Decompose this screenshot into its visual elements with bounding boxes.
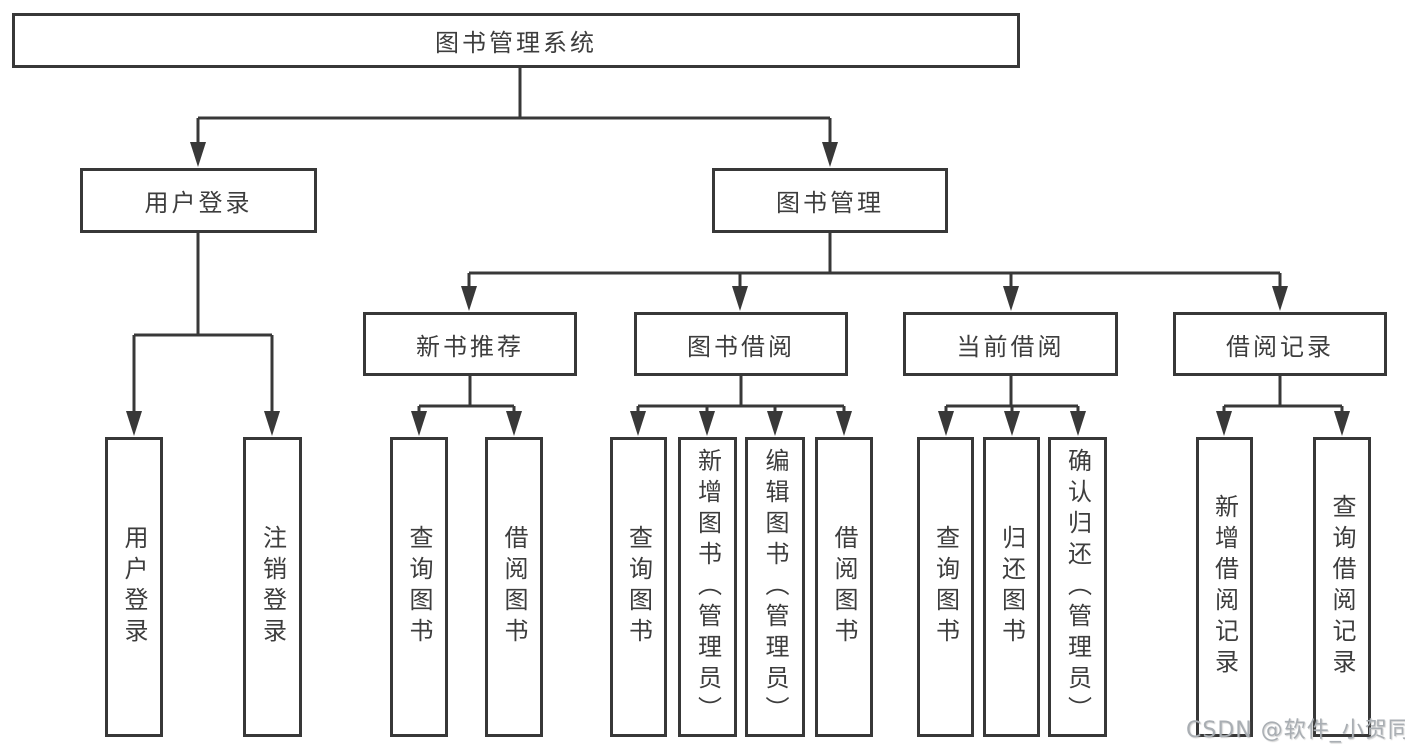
leaf-user-login-label: 用户登录 bbox=[120, 525, 148, 649]
leaf-query-borrow-record: 查询借阅记录 bbox=[1313, 437, 1371, 737]
leaf-edit-book-label: 编辑图书（管理员） bbox=[761, 447, 789, 727]
leaf-query-borrow-record-label: 查询借阅记录 bbox=[1328, 494, 1356, 680]
leaf-add-borrow-record-label: 新增借阅记录 bbox=[1210, 494, 1239, 680]
leaf-logout: 注销登录 bbox=[243, 437, 302, 737]
leaf-return-book-label: 归还图书 bbox=[997, 525, 1026, 649]
leaf-edit-book: 编辑图书（管理员） bbox=[745, 437, 805, 737]
arrowheads bbox=[126, 142, 1350, 436]
node-current-borrow: 当前借阅 bbox=[903, 312, 1118, 376]
leaf-query-book-1-label: 查询图书 bbox=[405, 525, 433, 649]
node-root: 图书管理系统 bbox=[12, 13, 1020, 68]
csdn-watermark: CSDN @软件_小贺同学 bbox=[1186, 718, 1405, 743]
leaf-confirm-return: 确认归还（管理员） bbox=[1048, 437, 1107, 737]
leaf-query-book-2-label: 查询图书 bbox=[624, 525, 653, 649]
leaf-add-borrow-record: 新增借阅记录 bbox=[1196, 437, 1253, 737]
node-borrow-records-label: 借阅记录 bbox=[1226, 332, 1334, 361]
leaf-borrow-book-1: 借阅图书 bbox=[485, 437, 543, 737]
node-book-management: 图书管理 bbox=[712, 168, 948, 233]
node-borrow-records: 借阅记录 bbox=[1173, 312, 1387, 376]
node-user-login-label: 用户登录 bbox=[144, 189, 253, 217]
node-user-login: 用户登录 bbox=[80, 168, 317, 233]
leaf-borrow-book-1-label: 借阅图书 bbox=[500, 525, 528, 649]
node-book-management-label: 图书管理 bbox=[776, 189, 884, 217]
leaf-query-book-2: 查询图书 bbox=[610, 437, 667, 737]
node-book-borrow-label: 图书借阅 bbox=[687, 332, 795, 361]
leaf-query-book-3-label: 查询图书 bbox=[931, 525, 960, 649]
node-new-book-recommend-label: 新书推荐 bbox=[416, 332, 524, 361]
leaf-return-book: 归还图书 bbox=[983, 437, 1040, 737]
leaf-confirm-return-label: 确认归还（管理员） bbox=[1063, 447, 1092, 727]
leaf-user-login: 用户登录 bbox=[105, 437, 163, 737]
leaf-add-book: 新增图书（管理员） bbox=[678, 437, 737, 737]
node-root-label: 图书管理系统 bbox=[435, 29, 597, 57]
leaf-borrow-book-2: 借阅图书 bbox=[815, 437, 873, 737]
node-current-borrow-label: 当前借阅 bbox=[956, 332, 1065, 361]
leaf-query-book-3: 查询图书 bbox=[917, 437, 974, 737]
leaf-add-book-label: 新增图书（管理员） bbox=[693, 447, 722, 727]
node-book-borrow: 图书借阅 bbox=[634, 312, 848, 376]
leaf-borrow-book-2-label: 借阅图书 bbox=[830, 525, 858, 649]
leaf-logout-label: 注销登录 bbox=[258, 525, 287, 649]
node-new-book-recommend: 新书推荐 bbox=[363, 312, 577, 376]
leaf-query-book-1: 查询图书 bbox=[390, 437, 448, 737]
